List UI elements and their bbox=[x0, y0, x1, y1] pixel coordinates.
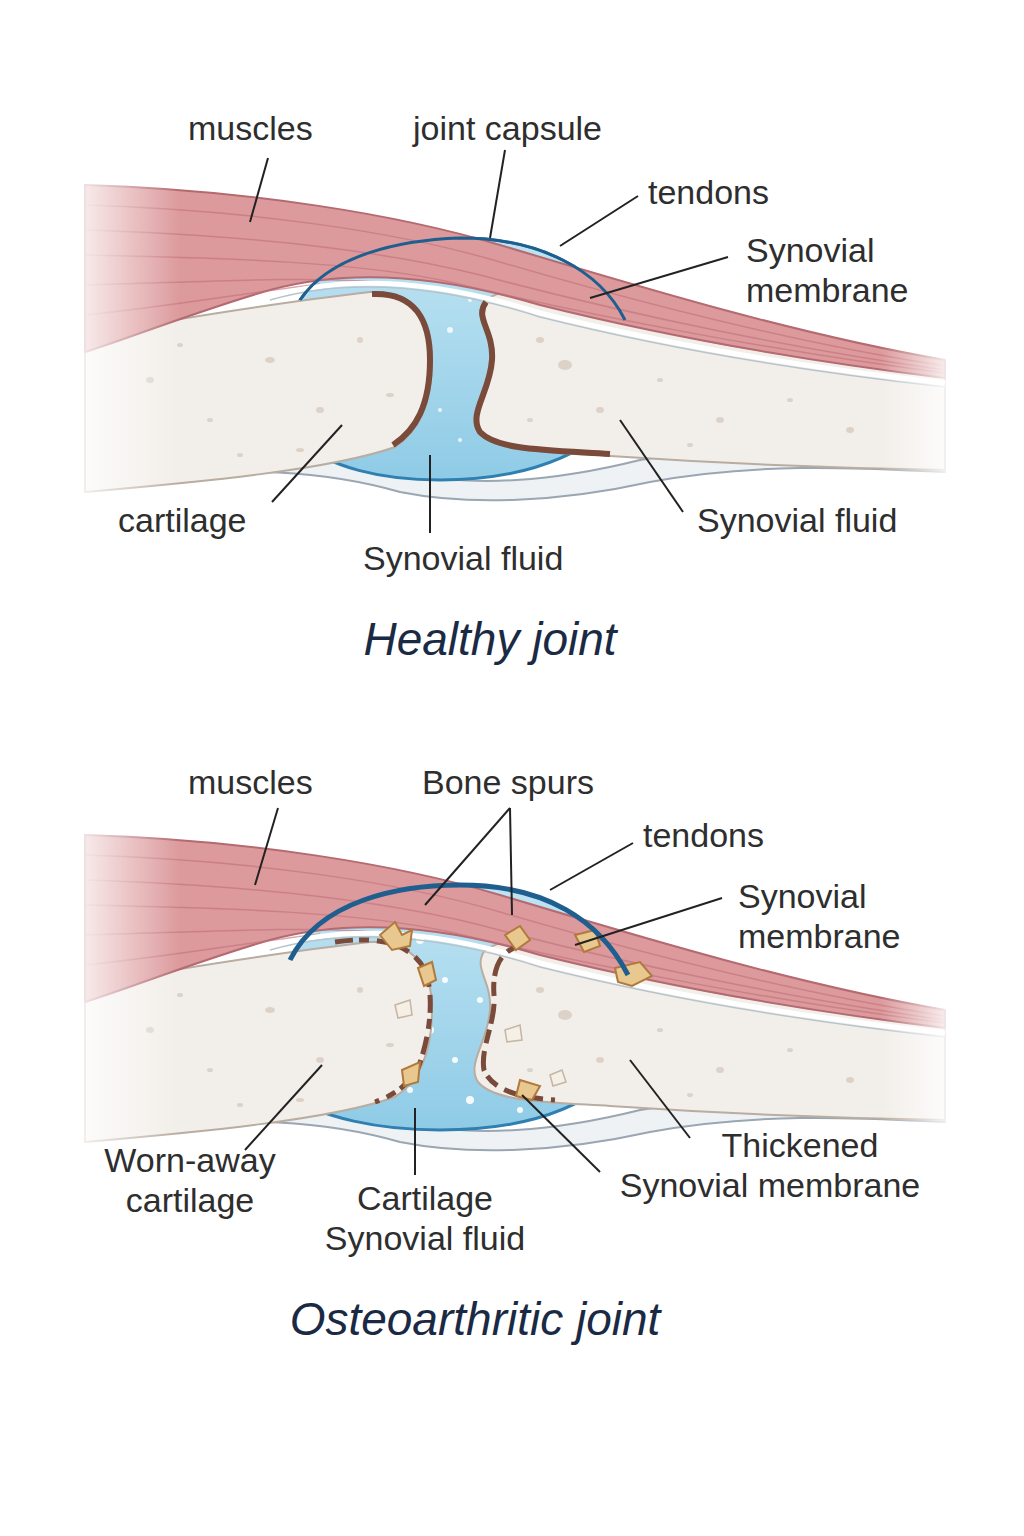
worn-cartilage bbox=[483, 946, 555, 1100]
cartilage bbox=[372, 294, 430, 445]
part-label: Bone spurs bbox=[422, 762, 594, 802]
part-label: Cartilage Synovial fluid bbox=[310, 1178, 540, 1258]
part-label: Worn-away cartilage bbox=[80, 1140, 300, 1220]
part-label: Synovial fluid bbox=[363, 538, 563, 578]
part-label: cartilage bbox=[118, 500, 247, 540]
part-label: Synovial fluid bbox=[697, 500, 897, 540]
fluid-highlights bbox=[438, 298, 472, 442]
cartilage bbox=[476, 302, 610, 454]
anatomy-group bbox=[85, 835, 945, 1142]
part-label: Synovial membrane bbox=[746, 230, 946, 310]
fade-left bbox=[60, 170, 180, 510]
figure-title: Healthy joint bbox=[240, 612, 740, 666]
worn-cartilage bbox=[335, 940, 430, 1102]
thickened-membrane bbox=[290, 885, 628, 975]
bone-fragments bbox=[395, 1000, 566, 1086]
part-label: Thickened Synovial membrane bbox=[610, 1125, 930, 1205]
part-label: tendons bbox=[643, 815, 764, 855]
part-label: joint capsule bbox=[413, 108, 602, 148]
synovial-membrane bbox=[300, 238, 625, 320]
fade-right bbox=[880, 340, 960, 490]
anatomy-group bbox=[85, 185, 945, 492]
part-label: muscles bbox=[188, 108, 313, 148]
part-label: Synovial membrane bbox=[738, 876, 938, 956]
fade-right bbox=[880, 990, 960, 1140]
part-label: tendons bbox=[648, 172, 769, 212]
figure-title: Osteoarthritic joint bbox=[225, 1292, 725, 1346]
part-label: muscles bbox=[188, 762, 313, 802]
fade-left bbox=[60, 820, 180, 1160]
